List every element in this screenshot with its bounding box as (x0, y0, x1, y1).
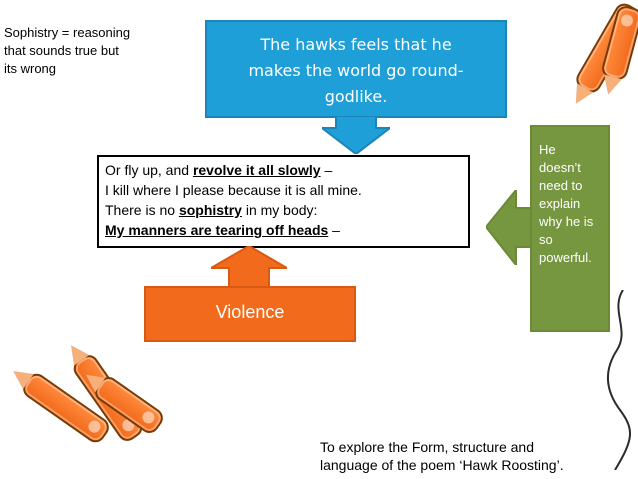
definition-line: Sophistry = reasoning (4, 25, 131, 40)
callout-line: why he is (539, 214, 594, 229)
poem-text: There is no (105, 202, 179, 218)
objective-line: To explore the Form, structure and (320, 439, 534, 455)
callout-text: The hawks feels that he makes the world … (219, 32, 493, 110)
poem-text: – (320, 162, 333, 178)
poem-highlight: revolve it all slowly (192, 162, 321, 178)
arrow-down-icon (322, 116, 390, 154)
violence-callout: Violence (144, 286, 356, 342)
callout-line: godlike. (324, 87, 388, 106)
poem-line: Or fly up, and revolve it all slowly – (105, 161, 332, 180)
arrow-up-icon (211, 246, 287, 288)
definition-line: its wrong (4, 61, 57, 76)
poem-highlight: My manners are tearing off heads (105, 222, 329, 238)
poem-line: There is no sophistry in my body: (105, 201, 317, 220)
callout-line: need to (539, 178, 583, 193)
squiggle-line (606, 290, 632, 470)
poem-highlight: sophistry (178, 202, 242, 218)
definition-line: that sounds true but (4, 43, 119, 58)
poem-text: Or fly up, and (105, 162, 193, 178)
power-callout: He doesn’t need to explain why he is so … (530, 125, 610, 332)
arrow-left-icon (486, 190, 534, 265)
hawk-godlike-callout: The hawks feels that he makes the world … (205, 20, 507, 118)
callout-line: The hawks feels that he (260, 35, 452, 54)
callout-line: explain (539, 196, 581, 211)
callout-line: powerful. (539, 250, 592, 265)
learning-objective: To explore the Form, structure and langu… (320, 438, 620, 474)
sophistry-definition: Sophistry = reasoning that sounds true b… (4, 24, 179, 78)
poem-line: I kill where I please because it is all … (105, 181, 362, 200)
callout-line: makes the world go round- (248, 61, 464, 80)
callout-line: doesn’t (539, 160, 581, 175)
poem-text: in my body: (241, 202, 318, 218)
callout-line: He (539, 142, 556, 157)
poem-text: – (328, 222, 340, 238)
poem-extract: Or fly up, and revolve it all slowly – I… (97, 155, 470, 248)
objective-line: language of the poem ‘Hawk Roosting’. (320, 457, 564, 473)
violence-label: Violence (215, 302, 285, 322)
callout-text: He doesn’t need to explain why he is so … (539, 141, 609, 267)
callout-line: so (539, 232, 553, 247)
poem-text: I kill where I please because it is all … (105, 182, 362, 198)
poem-line: My manners are tearing off heads – (105, 221, 340, 240)
